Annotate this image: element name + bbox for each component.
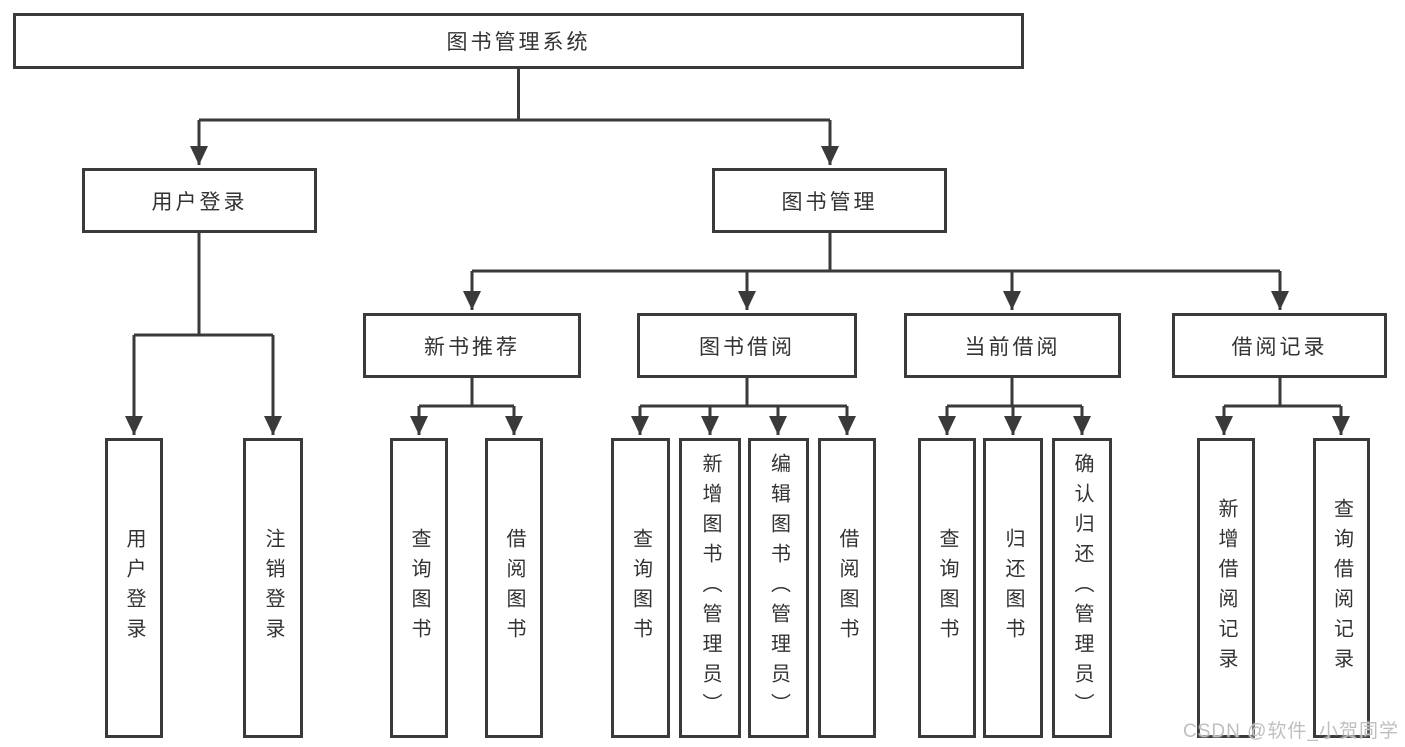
node-label: 用户登录 — [151, 190, 248, 214]
leaf-borrow-books: 借阅图书 — [818, 438, 876, 738]
node-label: 图书管理系统 — [446, 31, 591, 54]
node-label: 借阅图书 — [836, 528, 858, 648]
leaf-edit-books-admin: 编辑图书（管理员） — [748, 438, 809, 738]
node-new-book-recommend: 新书推荐 — [363, 313, 581, 378]
node-label: 新增借阅记录 — [1215, 498, 1237, 678]
node-label: 借阅图书 — [503, 528, 525, 648]
node-label: 查询图书 — [629, 528, 652, 648]
node-label: 确认归还（管理员） — [1071, 453, 1093, 723]
node-label: 新增图书（管理员） — [699, 453, 721, 723]
node-label: 借阅记录 — [1231, 335, 1328, 359]
csdn-watermark: CSDN @软件_小贺同学 — [1183, 721, 1399, 742]
node-label: 图书管理 — [781, 190, 878, 214]
node-label: 图书借阅 — [699, 335, 795, 359]
leaf-query-borrow-record: 查询借阅记录 — [1313, 438, 1370, 738]
node-label: 用户登录 — [123, 528, 145, 648]
node-label: 当前借阅 — [964, 335, 1061, 359]
leaf-add-books-admin: 新增图书（管理员） — [679, 438, 741, 738]
node-label: 注销登录 — [262, 528, 284, 648]
node-root-library-management-system: 图书管理系统 — [13, 13, 1024, 69]
node-label: 编辑图书（管理员） — [767, 453, 790, 723]
node-label: 归还图书 — [1002, 528, 1024, 648]
leaf-query-books-borrowing: 查询图书 — [611, 438, 670, 738]
leaf-logout: 注销登录 — [243, 438, 303, 738]
leaf-user-login: 用户登录 — [105, 438, 163, 738]
node-current-borrowing: 当前借阅 — [904, 313, 1121, 378]
node-label: 查询图书 — [408, 528, 430, 648]
leaf-add-borrow-record: 新增借阅记录 — [1197, 438, 1255, 738]
node-label: 查询图书 — [936, 528, 958, 648]
node-borrowing-records: 借阅记录 — [1172, 313, 1387, 378]
leaf-query-books-recommend: 查询图书 — [390, 438, 448, 738]
leaf-return-books: 归还图书 — [983, 438, 1043, 738]
node-label: 新书推荐 — [424, 335, 520, 359]
leaf-borrow-books-recommend: 借阅图书 — [485, 438, 543, 738]
node-user-login-branch: 用户登录 — [82, 168, 317, 233]
node-book-borrowing: 图书借阅 — [637, 313, 857, 378]
leaf-query-books-current: 查询图书 — [918, 438, 976, 738]
node-label: 查询借阅记录 — [1330, 498, 1353, 678]
leaf-confirm-return-admin: 确认归还（管理员） — [1052, 438, 1112, 738]
node-book-management-branch: 图书管理 — [712, 168, 947, 233]
